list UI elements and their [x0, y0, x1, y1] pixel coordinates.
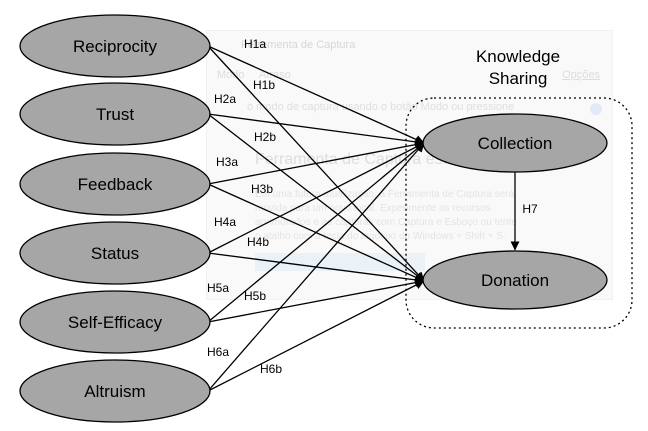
dialog-info-line: o modo de captura usando o botão Modo ou… [247, 101, 515, 113]
path-h5b [207, 278, 425, 323]
path-h5a [207, 142, 425, 323]
info-icon [590, 103, 602, 115]
node-collection [422, 113, 608, 173]
path-h3a [207, 140, 425, 185]
group-label-line1: Knowledge [476, 47, 560, 66]
node-donation [422, 250, 608, 310]
node-label-altruism: Altruism [84, 382, 145, 401]
path-h6b [207, 280, 425, 392]
hypothesis-label-h3b: H3b [251, 182, 273, 196]
hypothesis-paths [207, 45, 520, 392]
node-label-status: Status [91, 244, 139, 263]
dialog-paragraph-line: o atalho com a tecla do logotipo do Wind… [255, 231, 506, 242]
node-label-reciprocity: Reciprocity [73, 37, 158, 56]
hypothesis-label-h7: H7 [522, 202, 538, 216]
hypothesis-label-h1b: H1b [253, 78, 275, 92]
node-altruism [19, 359, 211, 423]
node-status [19, 221, 211, 285]
dialog-paragraph-line: movida para um novo local. Experimente o… [255, 203, 491, 214]
path-h4a [207, 142, 425, 254]
node-self-efficacy [19, 290, 211, 354]
dialog-button-bar [255, 253, 425, 271]
options-menu: Opções [562, 69, 600, 81]
hypothesis-label-h2b: H2b [254, 130, 276, 144]
hypothesis-label-h1a: H1a [244, 37, 266, 51]
node-label-self-efficacy: Self-Efficacy [68, 313, 163, 332]
hypothesis-label-h6a: H6a [207, 345, 229, 359]
node-feedback [19, 152, 211, 216]
hypothesis-label-h4b: H4b [247, 235, 269, 249]
node-label-donation: Donation [481, 271, 549, 290]
group-label-line2: Sharing [489, 69, 548, 88]
dialog-title: Ferramenta de Captura [241, 39, 356, 51]
node-label-feedback: Feedback [78, 175, 153, 194]
hypothesis-label-h5b: H5b [244, 289, 266, 303]
node-label-collection: Collection [478, 134, 553, 153]
construct-nodes: ReciprocityTrustFeedbackStatusSelf-Effic… [19, 14, 608, 423]
hypothesis-label-h6b: H6b [260, 362, 282, 376]
dialog-paragraph-line: Em uma futura atualização, a Ferramenta … [255, 189, 515, 200]
hypothesis-label-h4a: H4a [214, 215, 236, 229]
hypothesis-label-h3a: H3a [216, 155, 238, 169]
path-h6a [207, 142, 425, 392]
node-label-trust: Trust [96, 105, 134, 124]
path-h1a [207, 45, 425, 144]
node-reciprocity [19, 14, 211, 78]
node-trust [19, 82, 211, 146]
dialog-paragraph-line: aprimorados e as capturas com Captura e … [255, 217, 517, 228]
knowledge-sharing-group-box [405, 97, 633, 329]
hypothesis-label-h2a: H2a [214, 92, 236, 106]
hypothesis-label-h5a: H5a [207, 281, 229, 295]
path-h2a [207, 113, 425, 147]
